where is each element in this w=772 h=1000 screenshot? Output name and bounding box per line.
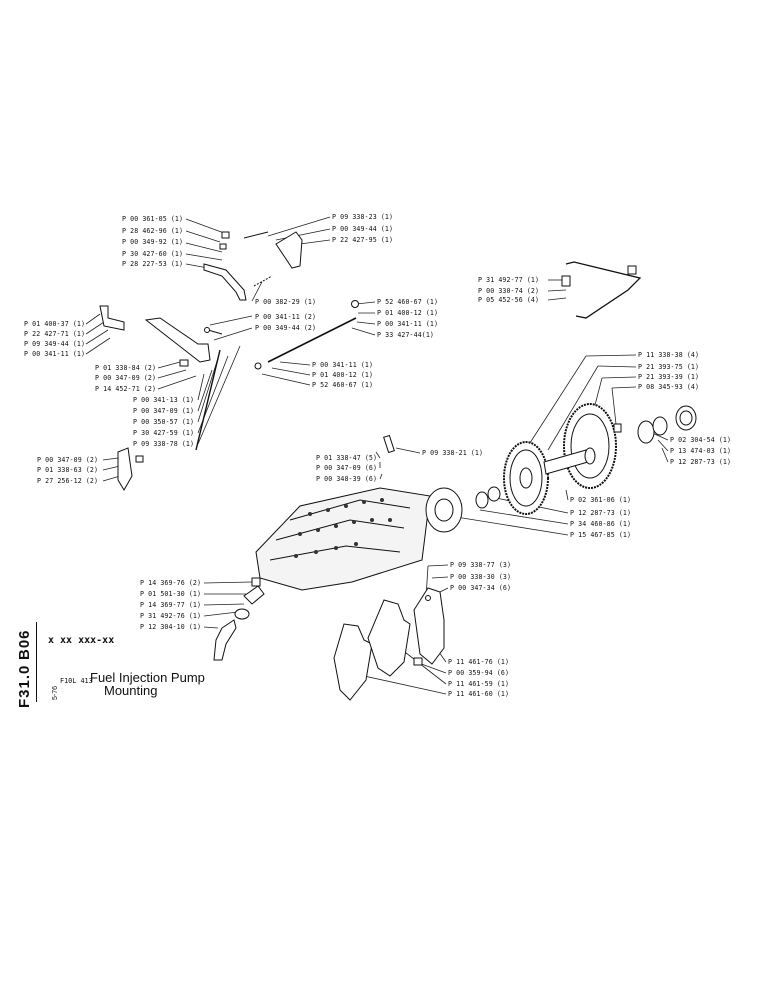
part-label: P 12 287-73 (1) <box>570 509 632 517</box>
part-label: P 00 341-13 (1) <box>133 396 195 404</box>
part-label: P 11 461-76 (1) <box>448 658 510 666</box>
part-label: P 09 349-44 (1) <box>24 340 86 348</box>
part-label: P 01 338-84 (2) <box>95 364 157 372</box>
part-label: P 31 492-77 (1) <box>478 276 540 284</box>
part-label: P 09 338-78 (1) <box>133 440 195 448</box>
part-label: P 12 304-10 (1) <box>140 623 202 631</box>
part-label: P 00 347-09 (6) <box>316 464 378 472</box>
leader-lines-rod <box>261 301 376 386</box>
throttle-lever-part <box>203 231 303 301</box>
part-label: P 00 341-11 (1) <box>377 320 439 328</box>
serial-mask: x xx xxx-xx <box>48 635 115 646</box>
page-title: Fuel Injection Pump <box>90 670 205 685</box>
part-label: P 00 350-57 (1) <box>133 418 195 426</box>
part-label: P 01 400-12 (1) <box>312 371 374 379</box>
part-label: P 14 369-76 (2) <box>140 579 202 587</box>
title-divider <box>36 622 37 702</box>
part-label: P 12 287-73 (1) <box>670 458 732 466</box>
part-label: P 00 341-11 (2) <box>255 313 317 321</box>
control-rod-part <box>204 300 359 370</box>
part-label: P 09 338-77 (3) <box>450 561 512 569</box>
part-label: P 01 400-37 (1) <box>24 320 86 328</box>
part-label: P 28 462-96 (1) <box>122 227 184 235</box>
part-label: P 21 393-75 (1) <box>638 363 700 371</box>
part-label: P 22 427-95 (1) <box>332 236 394 244</box>
drive-gear-part <box>503 441 549 515</box>
sheet-code-major: B06 <box>16 629 33 660</box>
coupling-hub-part <box>383 434 501 533</box>
part-label: P 01 338-47 (5) <box>316 454 378 462</box>
part-label: P 00 347-09 (1) <box>133 407 195 415</box>
part-label: P 31 492-76 (1) <box>140 612 202 620</box>
part-label: P 05 452-56 (4) <box>478 296 540 304</box>
fuel-pipe-part <box>561 261 642 319</box>
leader-lines-bolts <box>375 447 421 480</box>
part-label: P 01 338-63 (2) <box>37 466 99 474</box>
part-label: P 00 347-34 (6) <box>450 584 512 592</box>
part-label: P 00 361-05 (1) <box>122 215 184 223</box>
page-subtitle: Mounting <box>104 683 158 698</box>
part-label: P 22 427-71 (1) <box>24 330 86 338</box>
part-label: P 33 427-44(1) <box>377 331 434 339</box>
part-label: P 52 460-67 (1) <box>312 381 374 389</box>
seal-ring-part <box>613 405 697 444</box>
part-label: P 00 341-11 (1) <box>312 361 374 369</box>
leader-lines-left <box>85 313 241 482</box>
part-label: P 15 467-85 (1) <box>570 531 632 539</box>
part-label: P 28 227-53 (1) <box>122 260 184 268</box>
part-label: P 09 338-23 (1) <box>332 213 394 221</box>
part-label: P 13 474-03 (1) <box>670 447 732 455</box>
part-label: P 02 304-54 (1) <box>670 436 732 444</box>
part-label: P 00 341-11 (1) <box>24 350 86 358</box>
part-label: P 27 256-12 (2) <box>37 477 99 485</box>
part-label: P 00 349-44 (2) <box>255 324 317 332</box>
part-label: P 00 359-94 (6) <box>448 669 510 677</box>
engine-ref: F10L 413 <box>60 677 93 685</box>
part-label: P 30 427-59 (1) <box>133 429 195 437</box>
part-label: P 09 338-21 (1) <box>422 449 484 457</box>
sheet-code-minor: F31.0 <box>16 664 33 708</box>
part-label: P 21 393-39 (1) <box>638 373 700 381</box>
link-bracket-part <box>99 305 221 491</box>
part-label: P 14 369-77 (1) <box>140 601 202 609</box>
part-label: P 34 460-86 (1) <box>570 520 632 528</box>
leader-lines-pipe <box>547 279 567 301</box>
elbow-pipe-part <box>213 577 265 661</box>
part-label: P 00 347-09 (2) <box>37 456 99 464</box>
support-bracket-part <box>333 587 445 701</box>
leader-lines-elbow <box>203 581 253 629</box>
part-label: P 01 400-12 (1) <box>377 309 439 317</box>
part-label: P 52 460-67 (1) <box>377 298 439 306</box>
pump-gear-part <box>543 403 617 489</box>
part-label: P 00 338-30 (3) <box>450 573 512 581</box>
part-label: P 14 452-71 (2) <box>95 385 157 393</box>
part-label: P 01 501-30 (1) <box>140 590 202 598</box>
part-label: P 11 461-60 (1) <box>448 690 510 698</box>
part-label: P 00 382-29 (1) <box>255 298 317 306</box>
part-label: P 00 348-39 (6) <box>316 475 378 483</box>
part-label: P 08 345-93 (4) <box>638 383 700 391</box>
part-label: P 11 461-59 (1) <box>448 680 510 688</box>
part-label: P 00 349-92 (1) <box>122 238 184 246</box>
leader-lines-lever <box>185 216 331 341</box>
part-label: P 02 361-06 (1) <box>570 496 632 504</box>
part-label: P 11 338-38 (4) <box>638 351 700 359</box>
part-label: P 30 427-60 (1) <box>122 250 184 258</box>
part-label: P 00 349-44 (1) <box>332 225 394 233</box>
part-label: P 00 347-09 (2) <box>95 374 157 382</box>
engine-block-part <box>255 487 431 591</box>
part-label: P 00 330-74 (2) <box>478 287 540 295</box>
sheet-sub-code: 5-76 <box>52 685 59 700</box>
